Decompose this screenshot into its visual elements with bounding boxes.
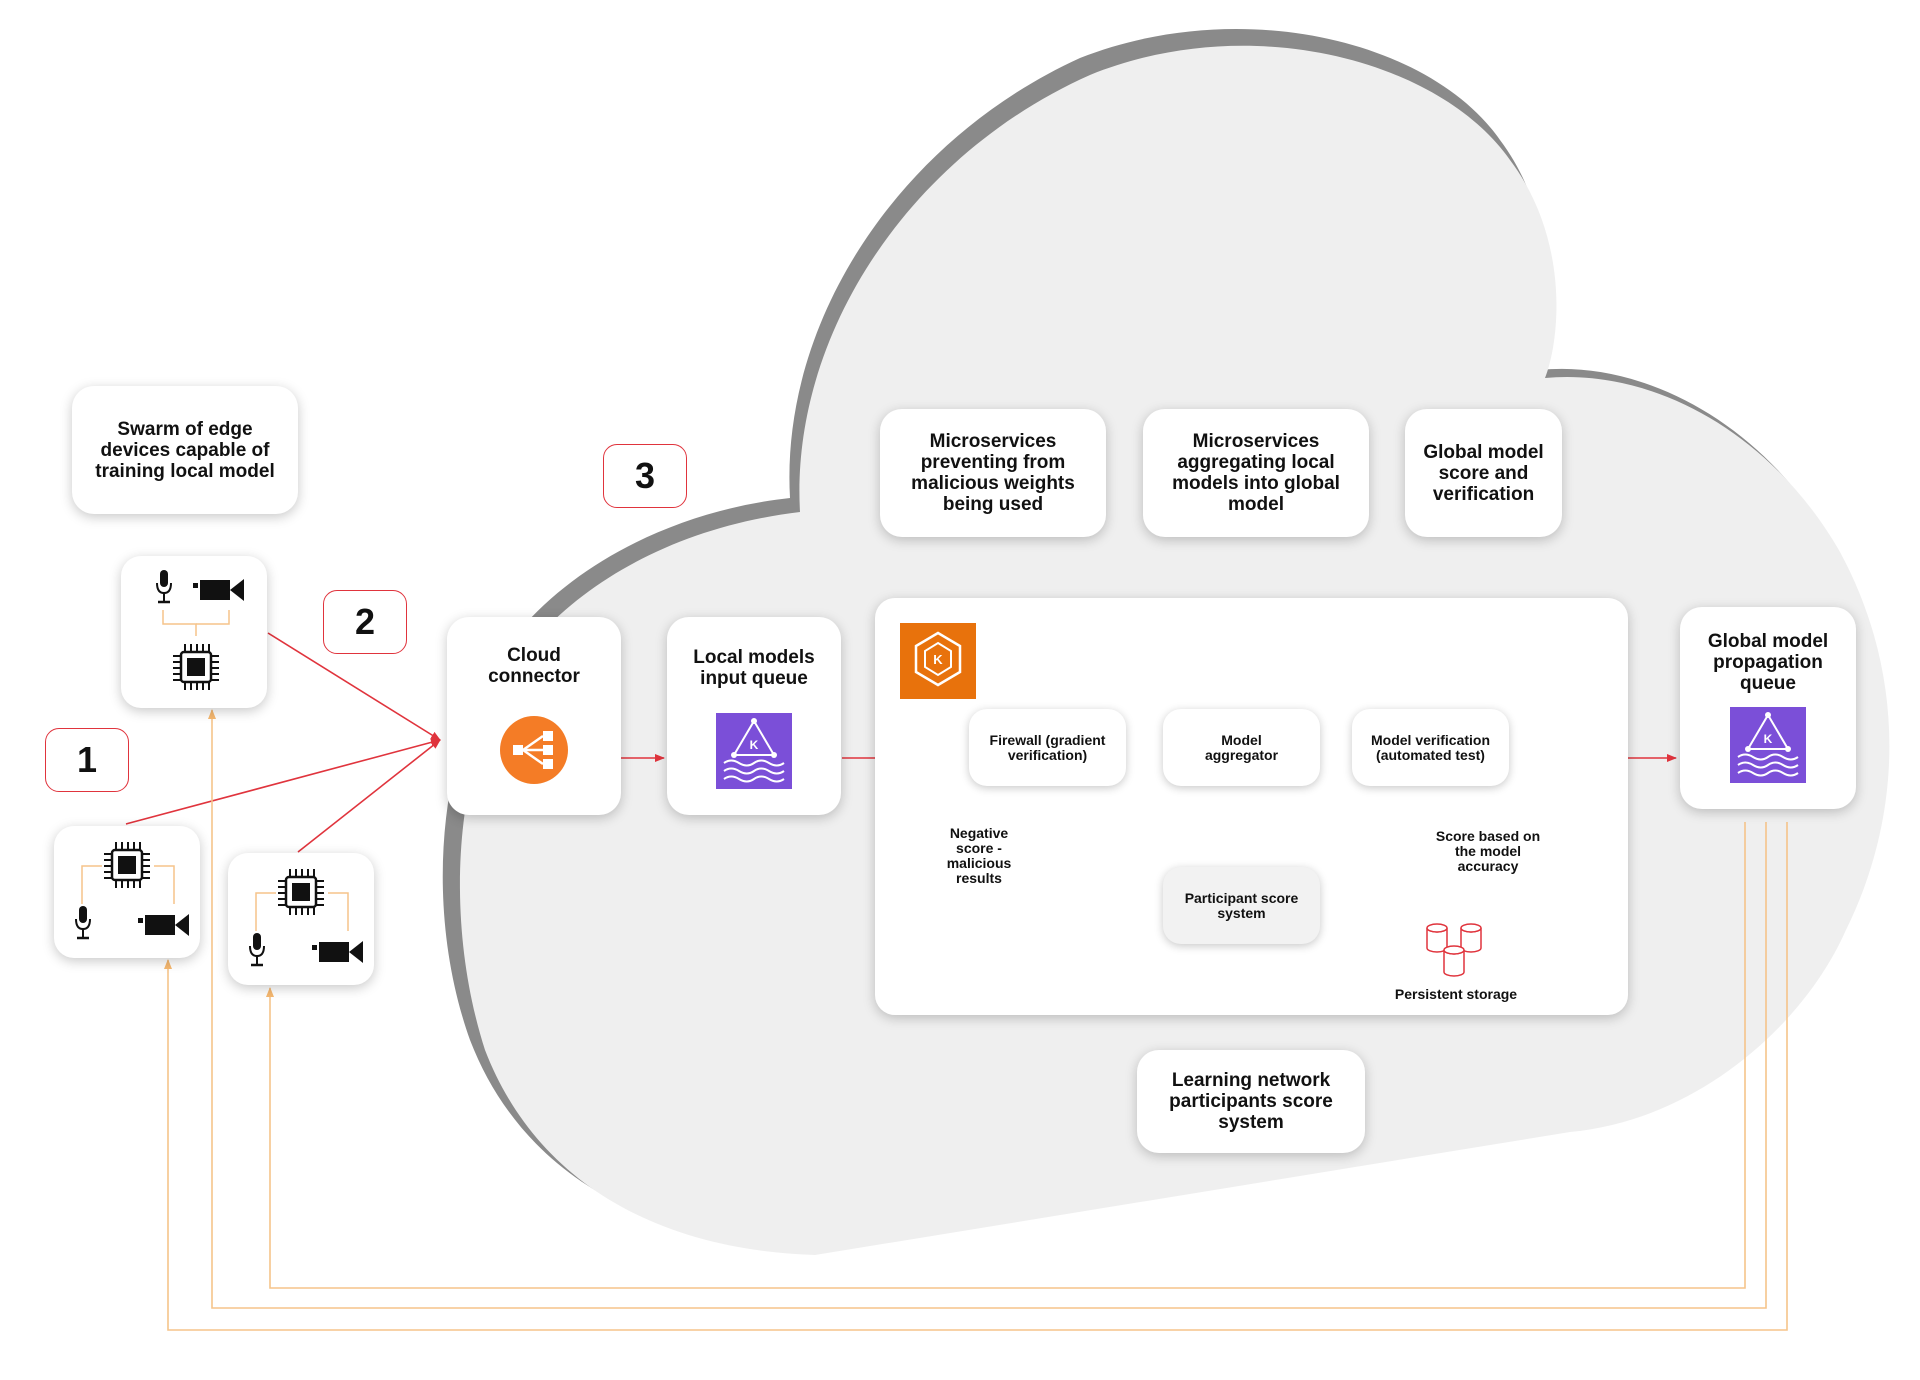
swarm-label: Swarm of edge devices capable of trainin… xyxy=(72,386,298,514)
chip-icon xyxy=(104,842,150,888)
global-model-score-text: Global model score and verification xyxy=(1423,441,1544,505)
chip-icon xyxy=(278,869,324,915)
svg-text:K: K xyxy=(933,652,943,667)
score-accuracy-text: Score based on the model accuracy xyxy=(1435,828,1541,874)
svg-text:K: K xyxy=(1764,732,1773,746)
learning-network-text: Learning network participants score syst… xyxy=(1169,1070,1333,1133)
participant-score-node: Participant score system xyxy=(1163,867,1320,944)
step-badge-1: 1 xyxy=(45,728,129,792)
firewall-node: Firewall (gradient verification) xyxy=(969,709,1126,786)
microservices-malicious-label: Microservices preventing from malicious … xyxy=(880,409,1106,537)
edge-device-2 xyxy=(121,556,267,708)
edge-device-3 xyxy=(228,853,374,985)
microservices-aggregating-label: Microservices aggregating local models i… xyxy=(1143,409,1369,537)
video-camera-icon xyxy=(312,941,363,963)
cloud-connector-card: Cloud connector xyxy=(447,617,621,815)
edge-device-1 xyxy=(54,826,200,958)
kafka-queue-icon: K xyxy=(716,713,792,789)
microservices-aggregating-text: Microservices aggregating local models i… xyxy=(1172,431,1340,515)
feedback-line-device2 xyxy=(208,709,1767,1309)
chip-icon xyxy=(173,644,219,690)
global-queue-card: Global model propagation queue K xyxy=(1680,607,1856,809)
step-badge-3: 3 xyxy=(603,444,687,508)
global-queue-text: Global model propagation queue xyxy=(1707,631,1829,694)
model-verification-node: Model verification (automated test) xyxy=(1352,709,1509,786)
svg-text:K: K xyxy=(750,738,759,752)
persistent-storage-text: Persistent storage xyxy=(1394,986,1518,1002)
microphone-icon xyxy=(249,933,265,967)
global-model-score-label: Global model score and verification xyxy=(1405,409,1562,537)
negative-score-text: Negative score - malicious results xyxy=(946,825,1012,886)
database-icon xyxy=(1426,923,1482,977)
microservices-malicious-text: Microservices preventing from malicious … xyxy=(911,431,1075,515)
arrow-device1-to-connector xyxy=(125,738,441,825)
video-camera-icon xyxy=(138,914,189,936)
cloud-connector-text: Cloud connector xyxy=(488,645,580,687)
learning-network-label: Learning network participants score syst… xyxy=(1137,1050,1365,1153)
microphone-icon xyxy=(156,570,172,604)
load-balancer-icon xyxy=(500,716,568,784)
local-queue-card: Local models input queue K xyxy=(667,617,841,815)
arrow-device2-to-connector xyxy=(267,632,441,741)
kubernetes-cluster-panel xyxy=(875,598,1628,1015)
step-badge-2: 2 xyxy=(323,590,407,654)
model-aggregator-node: Model aggregator xyxy=(1163,709,1320,786)
swarm-label-text: Swarm of edge devices capable of trainin… xyxy=(95,418,275,482)
feedback-line-device1 xyxy=(164,822,1788,1331)
device-3-links xyxy=(255,892,349,931)
device-2-links xyxy=(162,610,230,636)
microphone-icon xyxy=(75,906,91,940)
kafka-queue-icon: K xyxy=(1730,707,1806,783)
feedback-line-device3 xyxy=(266,822,1746,1289)
device-1-links xyxy=(81,865,175,904)
local-queue-text: Local models input queue xyxy=(693,647,815,689)
kubernetes-icon: K xyxy=(900,623,976,699)
arrow-device3-to-connector xyxy=(297,739,441,853)
video-camera-icon xyxy=(193,579,244,601)
